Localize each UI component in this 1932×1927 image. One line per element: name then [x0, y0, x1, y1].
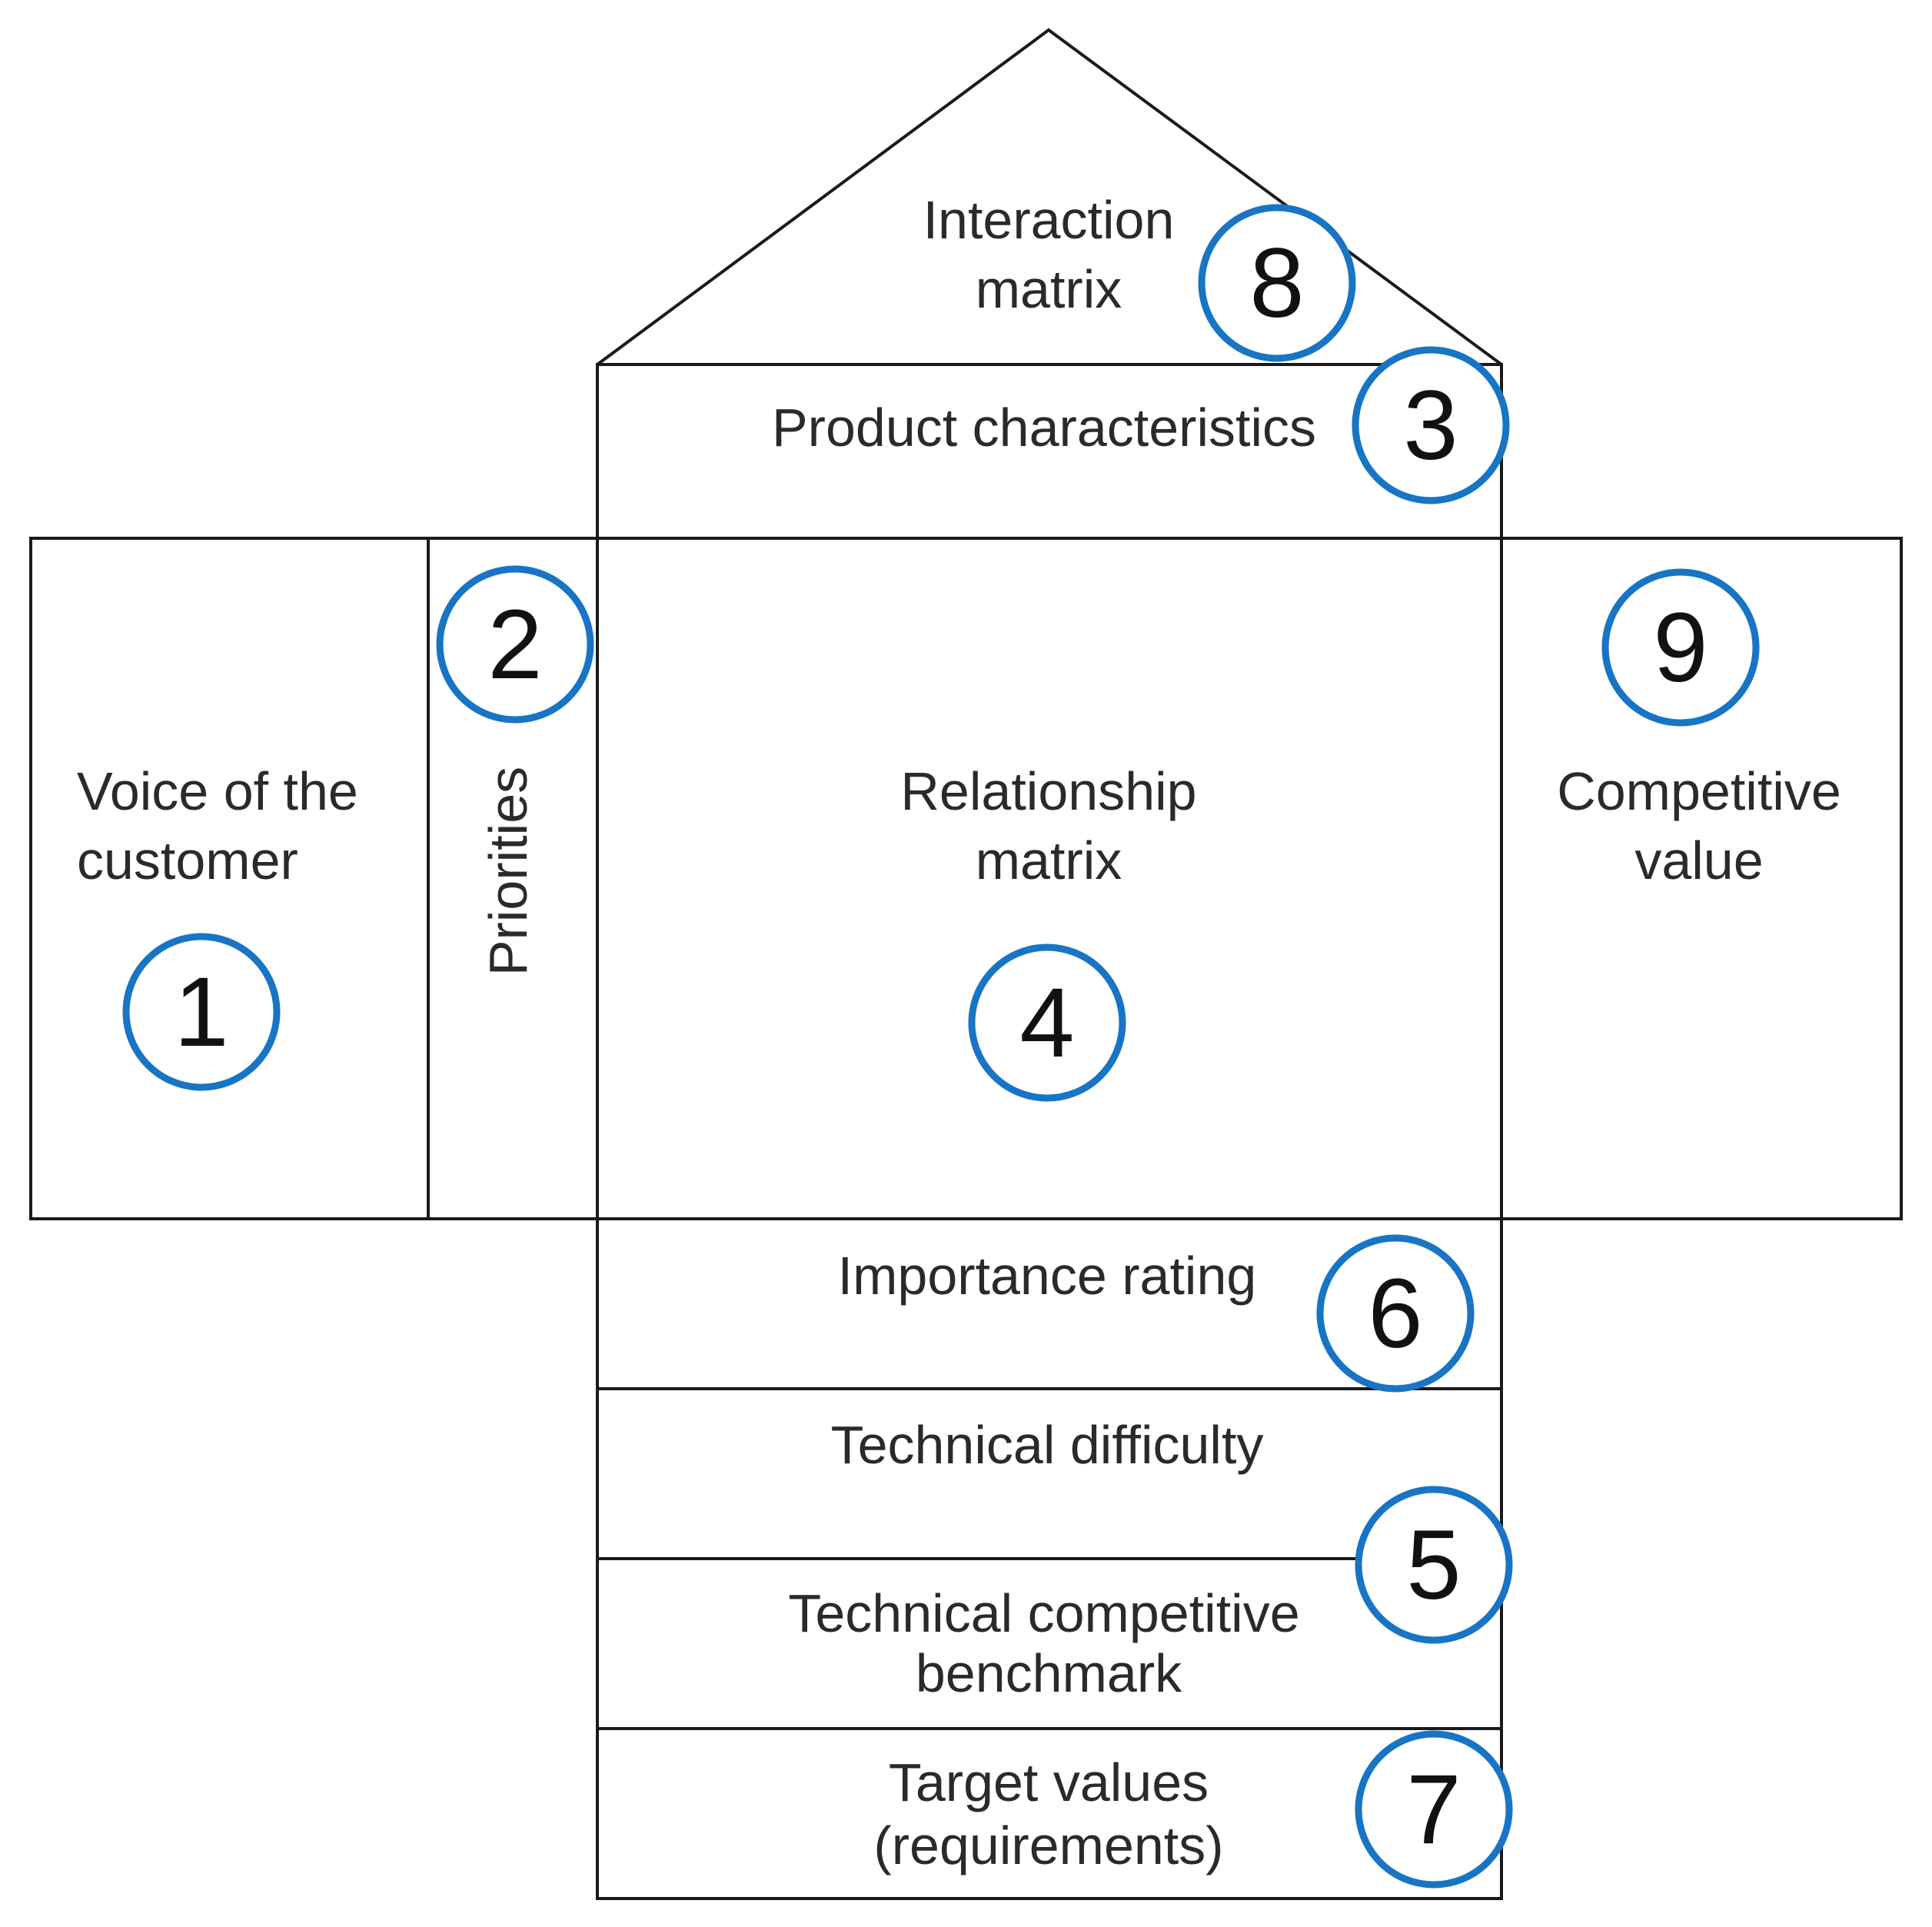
badge-7-number: 7: [1406, 1755, 1461, 1865]
badge-1: 1: [122, 933, 281, 1091]
badge-9-ring: [1601, 568, 1760, 727]
product-characteristics-label: Product characteristics: [772, 398, 1316, 458]
badge-5-number: 5: [1406, 1510, 1461, 1620]
technical-difficulty-label: Technical difficulty: [831, 1415, 1264, 1475]
house-structure: [29, 363, 1903, 1900]
badge-3: 3: [1352, 346, 1510, 504]
badge-2-ring: [436, 565, 594, 724]
section-number-badges: 8 3 2 9 1 4 6 5: [122, 204, 1760, 1889]
badge-8-number: 8: [1249, 228, 1304, 338]
badge-4-number: 4: [1019, 968, 1074, 1078]
badge-3-number: 3: [1403, 371, 1458, 481]
priorities-label: Priorities: [478, 767, 538, 976]
badge-8: 8: [1198, 204, 1356, 362]
competitive-value-label-line2: value: [1634, 830, 1763, 890]
badge-4: 4: [968, 944, 1126, 1102]
technical-benchmark-label-line1: Technical competitive: [788, 1583, 1299, 1643]
interaction-matrix-label-line1: Interaction: [923, 190, 1175, 250]
badge-6: 6: [1316, 1234, 1475, 1393]
relationship-matrix-label-line2: matrix: [976, 830, 1122, 890]
badge-1-number: 1: [174, 957, 228, 1067]
badge-2-number: 2: [487, 590, 542, 700]
badge-9-number: 9: [1653, 593, 1708, 703]
voice-of-customer-label-line1: Voice of the: [77, 761, 358, 821]
voice-of-customer-label-line2: customer: [77, 830, 298, 890]
badge-6-number: 6: [1368, 1259, 1422, 1369]
badge-7: 7: [1355, 1730, 1513, 1889]
roof-section: [596, 28, 1503, 366]
badge-9: 9: [1601, 568, 1760, 727]
target-values-label-line1: Target values: [889, 1752, 1209, 1812]
importance-rating-label: Importance rating: [838, 1246, 1257, 1306]
badge-5-ring: [1355, 1486, 1513, 1644]
badge-6-ring: [1316, 1234, 1475, 1393]
badge-2: 2: [436, 565, 594, 724]
badge-3-ring: [1352, 346, 1510, 504]
badge-7-ring: [1355, 1730, 1513, 1889]
badge-1-ring: [122, 933, 281, 1091]
roof-outline: [596, 28, 1503, 366]
badge-5: 5: [1355, 1486, 1513, 1644]
badge-4-ring: [968, 944, 1126, 1102]
badge-8-ring: [1198, 204, 1356, 362]
competitive-value-box: [1500, 537, 1903, 1220]
section-labels: Interaction matrix Product characteristi…: [77, 190, 1841, 1875]
technical-benchmark-label-line2: benchmark: [916, 1643, 1182, 1703]
target-values-label-line2: (requirements): [873, 1816, 1223, 1875]
relationship-matrix-label-line1: Relationship: [900, 761, 1196, 821]
competitive-value-label-line1: Competitive: [1557, 761, 1841, 821]
interaction-matrix-label-line2: matrix: [976, 259, 1122, 319]
